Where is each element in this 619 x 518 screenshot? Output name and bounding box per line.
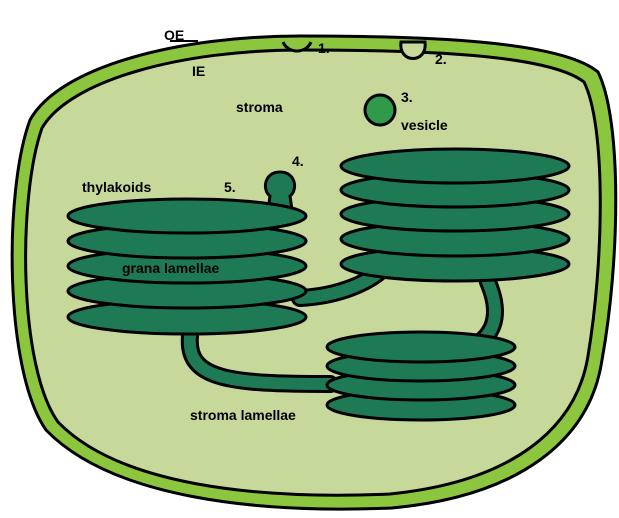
label-3: 3. — [401, 89, 413, 105]
label-1: 1. — [318, 40, 330, 56]
label-ie: IE — [192, 63, 205, 79]
label-2: 2. — [435, 51, 447, 67]
label-oe: OE — [164, 27, 184, 43]
label-4: 4. — [292, 153, 304, 169]
invagination-2 — [401, 42, 425, 59]
label-grana-lamellae: grana lamellae — [122, 260, 219, 276]
granum-right-lower — [327, 332, 515, 420]
thylakoid-disc — [68, 199, 306, 233]
label-5: 5. — [224, 179, 236, 195]
label-stroma-lamellae: stroma lamellae — [190, 407, 296, 423]
vesicle — [365, 95, 395, 125]
granum-right-upper — [341, 149, 569, 281]
label-stroma: stroma — [236, 99, 283, 115]
label-thylakoids: thylakoids — [82, 179, 151, 195]
thylakoid-disc — [327, 332, 515, 362]
thylakoid-disc — [341, 149, 569, 183]
label-vesicle: vesicle — [401, 117, 448, 133]
